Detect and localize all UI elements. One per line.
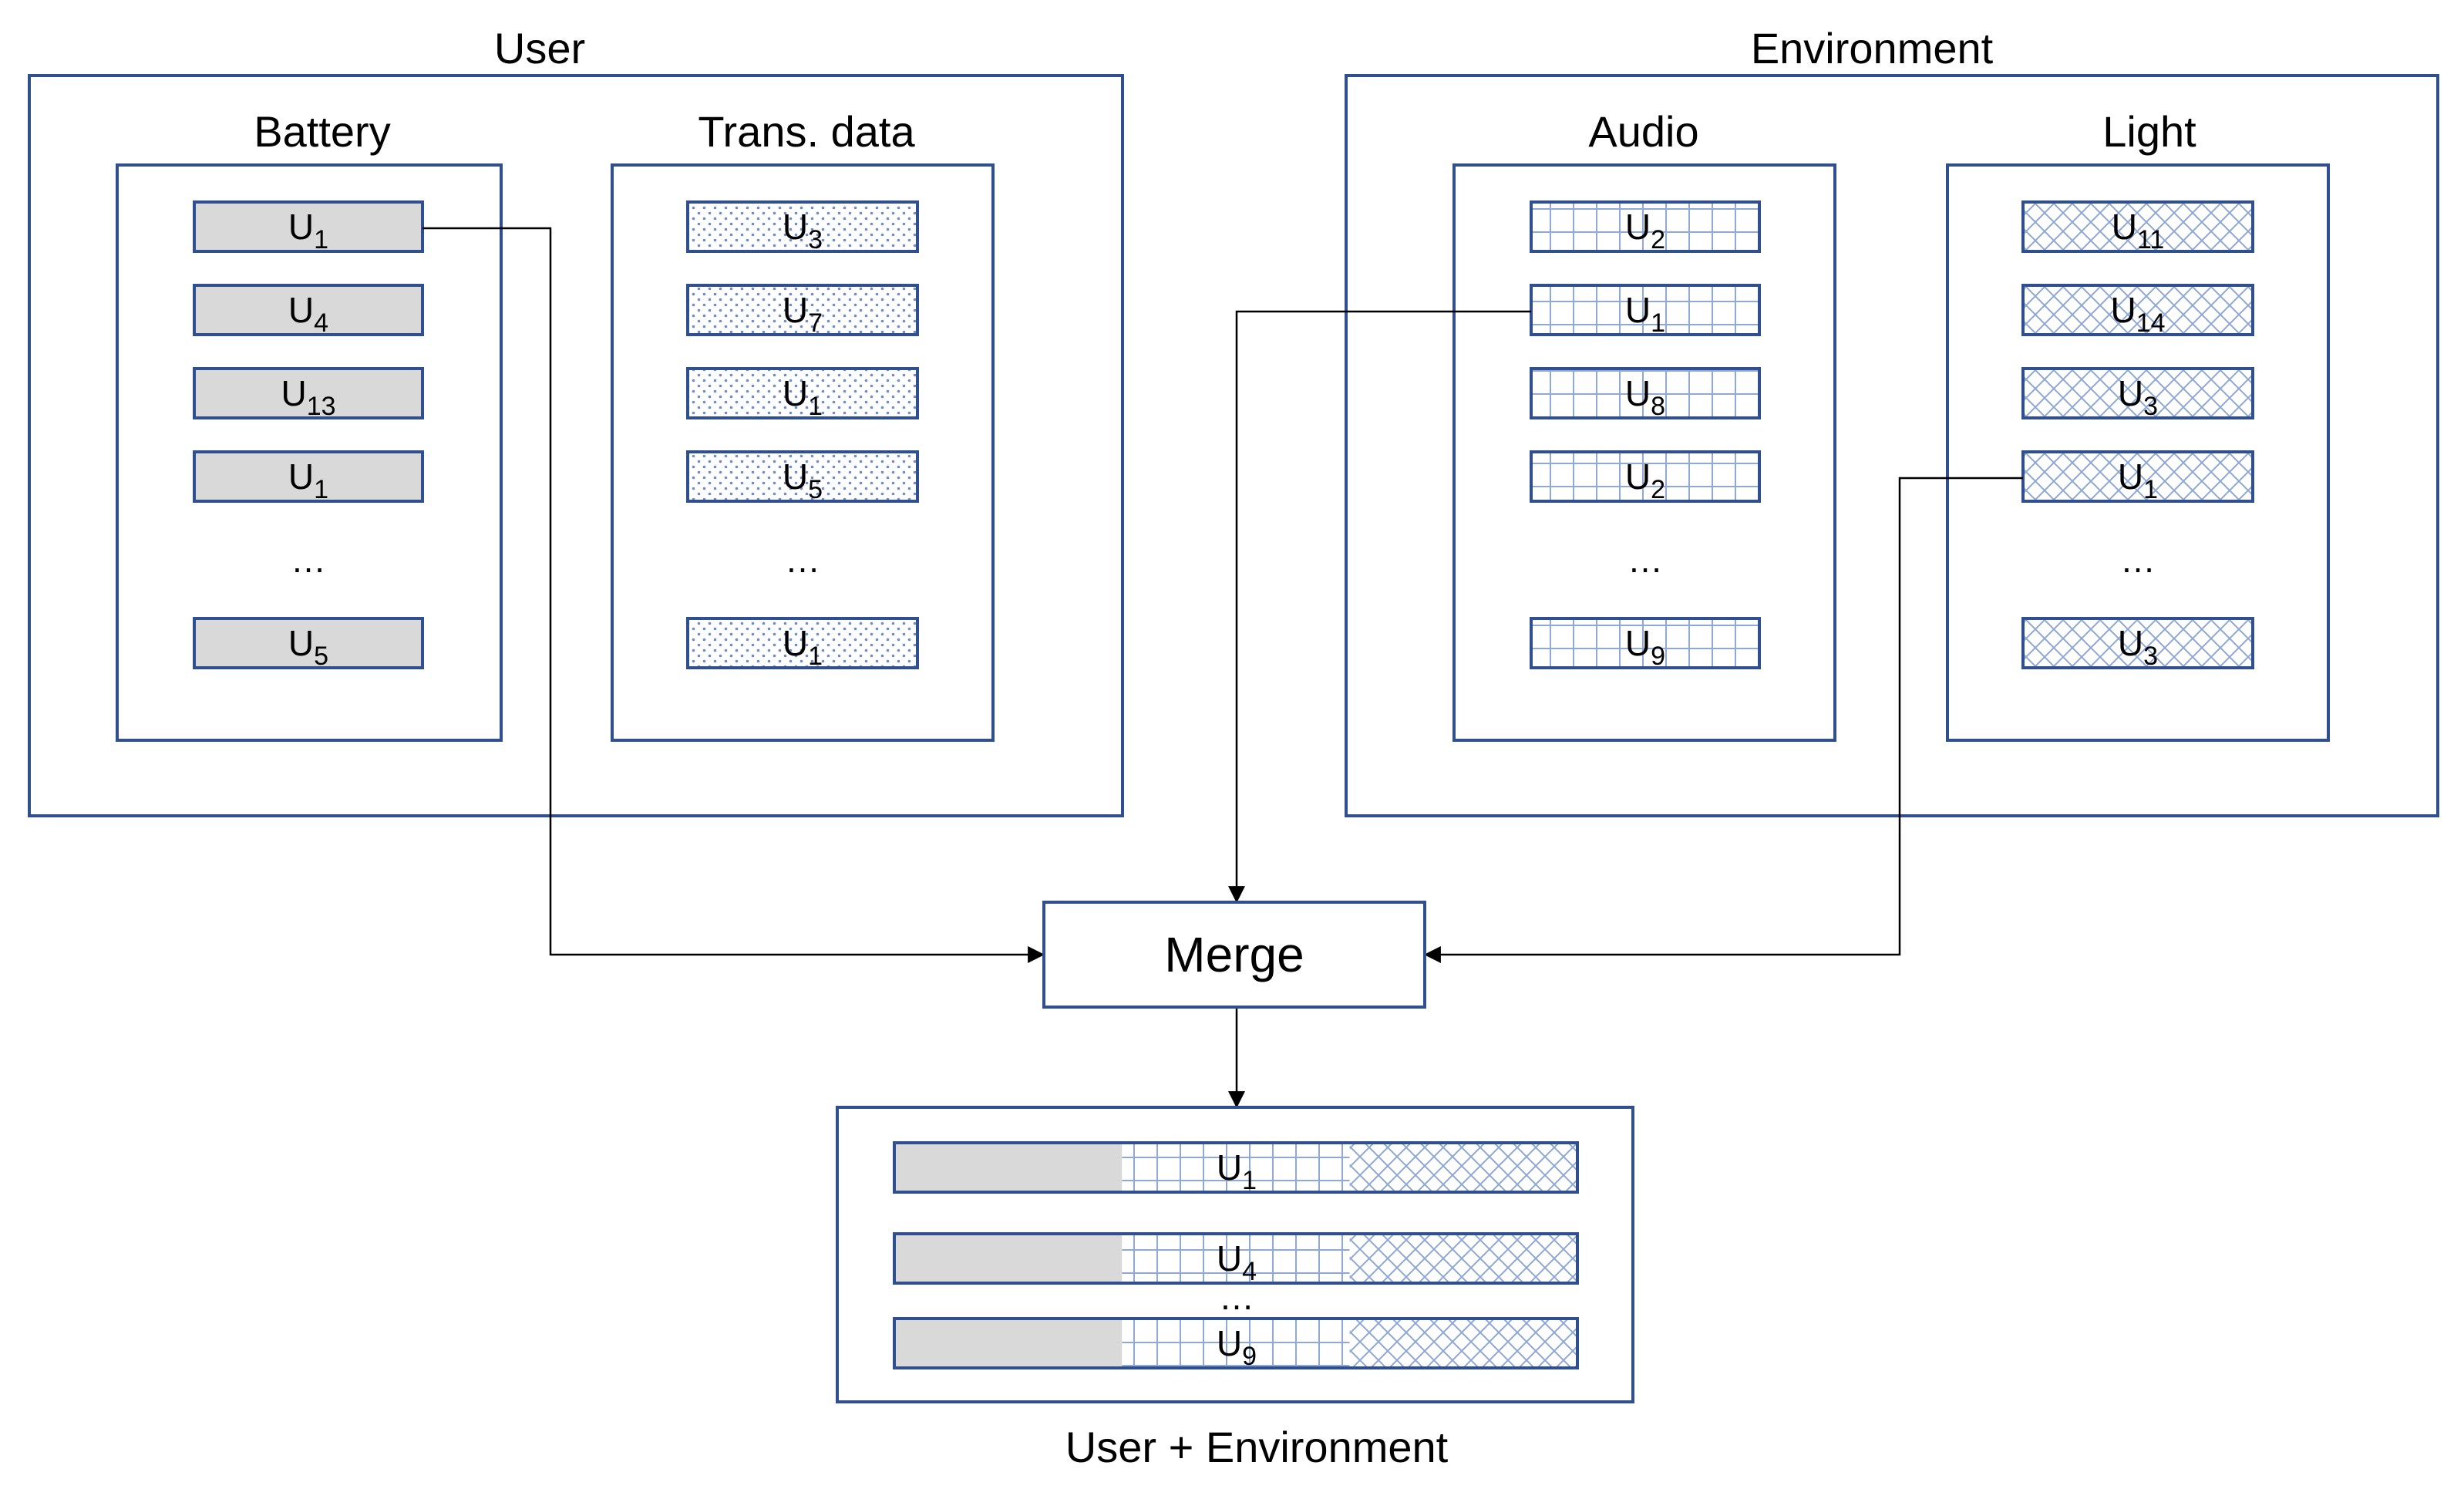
item-label: U1 (288, 456, 328, 504)
light-to-merge-arrow (1423, 477, 2023, 963)
item-label: U3 (2118, 623, 2158, 671)
item-label: U2 (1625, 456, 1665, 504)
battery-box (116, 163, 503, 742)
environment-group-title: Environment (1751, 24, 1994, 72)
list-item (686, 284, 919, 336)
light-box (1946, 163, 2330, 742)
item-label: U2 (1625, 207, 1665, 254)
item-label: U3 (2118, 373, 2158, 421)
item-label: U1 (1625, 290, 1665, 338)
merged-row (893, 1232, 1579, 1285)
item-label: U14 (2110, 290, 2165, 338)
item-label: U4 (1217, 1238, 1257, 1286)
list-item (2021, 450, 2254, 503)
list-item (2021, 367, 2254, 419)
ellipsis: … (1628, 540, 1663, 580)
item-label: U5 (288, 623, 328, 671)
item-label: U13 (281, 373, 335, 421)
list-item (1530, 367, 1761, 419)
item-label: U1 (783, 623, 823, 671)
ellipsis: … (2120, 540, 2156, 580)
trans-data-box (611, 163, 995, 742)
list-item (2021, 284, 2254, 336)
list-item (2021, 617, 2254, 669)
item-label: U7 (783, 290, 823, 338)
audio-title: Audio (1588, 107, 1698, 156)
list-item (193, 450, 424, 503)
item-label: U9 (1217, 1323, 1257, 1371)
list-item (2021, 200, 2254, 253)
ellipsis: … (785, 540, 820, 580)
list-item (1530, 200, 1761, 253)
audio-box (1452, 163, 1836, 742)
item-label: U1 (2118, 456, 2158, 504)
list-item (193, 284, 424, 336)
result-title: User + Environment (1065, 1423, 1449, 1471)
list-item (1530, 450, 1761, 503)
item-label: U8 (1625, 373, 1665, 421)
merge-label: Merge (1164, 927, 1304, 982)
list-item (686, 367, 919, 419)
user-group-box (28, 74, 1124, 817)
battery-to-merge-arrow (422, 227, 1045, 963)
list-item (686, 200, 919, 253)
list-item (193, 200, 424, 253)
merge-box (1042, 901, 1426, 1009)
ellipsis: … (1219, 1277, 1254, 1317)
item-label: U1 (783, 373, 823, 421)
item-label: U11 (2112, 207, 2165, 254)
item-label: U1 (288, 207, 328, 254)
result-box (836, 1106, 1634, 1403)
audio-to-merge-arrow (1228, 310, 1531, 904)
item-label: U5 (783, 456, 823, 504)
light-title: Light (2102, 107, 2196, 156)
merged-row (893, 1317, 1579, 1369)
ellipsis: … (291, 540, 326, 580)
item-label: U3 (783, 207, 823, 254)
list-item (193, 617, 424, 669)
battery-title: Battery (254, 107, 390, 156)
list-item (686, 617, 919, 669)
environment-group-box (1345, 74, 2439, 817)
item-label: U9 (1625, 623, 1665, 671)
item-label: U1 (1217, 1147, 1257, 1195)
item-label: U4 (288, 290, 328, 338)
list-item (193, 367, 424, 419)
trans-data-title: Trans. data (698, 107, 915, 156)
list-item (1530, 284, 1761, 336)
user-group-title: User (494, 24, 585, 72)
list-item (686, 450, 919, 503)
list-item (1530, 617, 1761, 669)
merged-row (893, 1141, 1579, 1194)
